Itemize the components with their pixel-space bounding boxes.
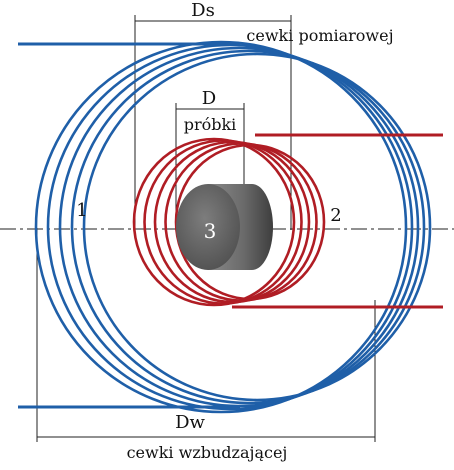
labels: Ds cewki pomiarowej D próbki Dw cewki wz…: [76, 0, 393, 462]
label-ds: Ds: [191, 0, 215, 21]
excitation-coil-turn: [34, 40, 408, 414]
measuring-coil-turn: [143, 139, 303, 305]
marker-1: 1: [76, 200, 87, 221]
measuring-coil: [132, 133, 443, 309]
label-dw: Dw: [175, 412, 205, 433]
marker-2: 2: [330, 205, 341, 226]
marker-3: 3: [204, 219, 217, 243]
label-ds-caption: cewki pomiarowej: [246, 26, 393, 45]
sample-cylinder: [176, 184, 273, 270]
label-d-caption: próbki: [184, 115, 237, 134]
excitation-coil: [18, 40, 432, 414]
excitation-coil-turn: [82, 52, 432, 402]
measuring-coil-turn: [164, 142, 318, 302]
measuring-coil-turn: [132, 137, 296, 307]
sample-end-face: [176, 184, 240, 270]
label-d: D: [202, 88, 216, 109]
measuring-coil-turn: [153, 140, 311, 304]
label-dw-caption: cewki wzbudzającej: [127, 443, 288, 462]
excitation-coil-turn: [70, 49, 426, 405]
measuring-coil-turn: [174, 143, 326, 301]
